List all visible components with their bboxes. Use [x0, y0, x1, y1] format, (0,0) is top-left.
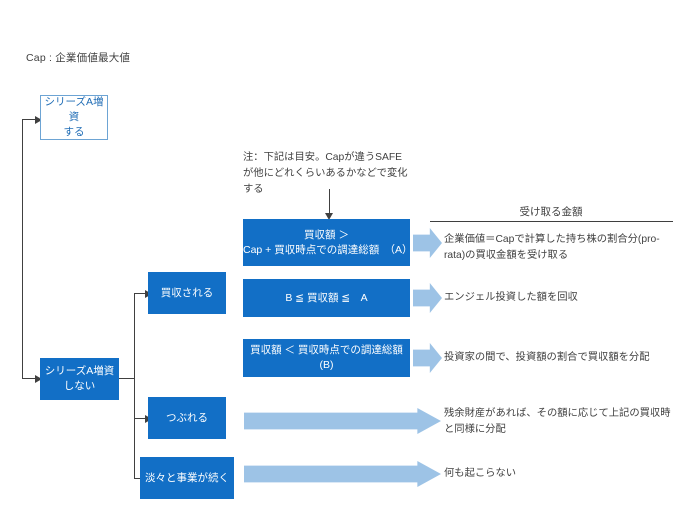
- column-header-amount: 受け取る金額: [519, 206, 583, 218]
- connector-spine-to-bankrupt: [134, 418, 148, 420]
- chevron-arrow-a: [413, 228, 442, 258]
- node-bankrupt[interactable]: つぶれる: [148, 397, 226, 439]
- note-arrow-shaft: [329, 189, 331, 215]
- node-series-a-raise-no[interactable]: シリーズA増資 しない: [40, 358, 119, 400]
- condition-c-line1: 買収額 ＜ 買収時点での調達総額 (B): [250, 344, 403, 371]
- connector-trunk-vertical: [22, 119, 24, 379]
- chevron-arrow-e: [244, 461, 441, 487]
- chevron-arrow-c: [413, 343, 442, 373]
- outcome-text-e: 何も起こらない: [444, 468, 517, 479]
- condition-a-line2: Cap + 買収時点での調達総額 （A）: [243, 243, 413, 256]
- connector-trunk-to-yes: [22, 119, 38, 121]
- page-title: Cap : 企業価値最大値: [26, 52, 131, 64]
- condition-box-c[interactable]: 買収額 ＜ 買収時点での調達総額 (B): [243, 339, 410, 377]
- outcome-text-a: 企業価値＝Capで計算した持ち株の割合分(pro-rata)の買収金額を受け取る: [444, 234, 660, 261]
- note-text: 注：下記は目安。Capが違うSAFEが他にどれくらいあるかなどで変化する: [243, 152, 408, 195]
- chevron-arrow-d: [244, 408, 441, 434]
- connector-branch-spine: [134, 293, 136, 479]
- condition-a-line1: 買収額 ＞: [304, 228, 349, 241]
- node-acquired[interactable]: 買収される: [148, 272, 226, 314]
- column-header-rule: [430, 221, 673, 222]
- connector-no-to-spine: [119, 378, 135, 380]
- connector-arrow-to-no: [35, 374, 42, 383]
- node-continue[interactable]: 淡々と事業が続く: [140, 457, 234, 499]
- connector-arrow-to-yes: [35, 115, 42, 124]
- condition-b-line1: B ≦ 買収額 ≦ A: [285, 291, 368, 304]
- note-arrow-head: [325, 213, 333, 220]
- connector-spine-to-acquired: [134, 293, 148, 295]
- chevron-arrow-b: [413, 283, 442, 313]
- condition-box-b[interactable]: B ≦ 買収額 ≦ A: [243, 279, 410, 317]
- node-series-a-raise-yes[interactable]: シリーズA増資 する: [40, 95, 108, 140]
- outcome-text-c: 投資家の間で、投資額の割合で買収額を分配: [444, 352, 650, 363]
- outcome-text-d: 残余財産があれば、その額に応じて上記の買収時と同様に分配: [444, 408, 671, 435]
- condition-box-a[interactable]: 買収額 ＞ Cap + 買収時点での調達総額 （A）: [243, 219, 413, 266]
- outcome-text-b: エンジェル投資した額を回収: [444, 292, 578, 303]
- connector-trunk-to-no: [22, 378, 38, 380]
